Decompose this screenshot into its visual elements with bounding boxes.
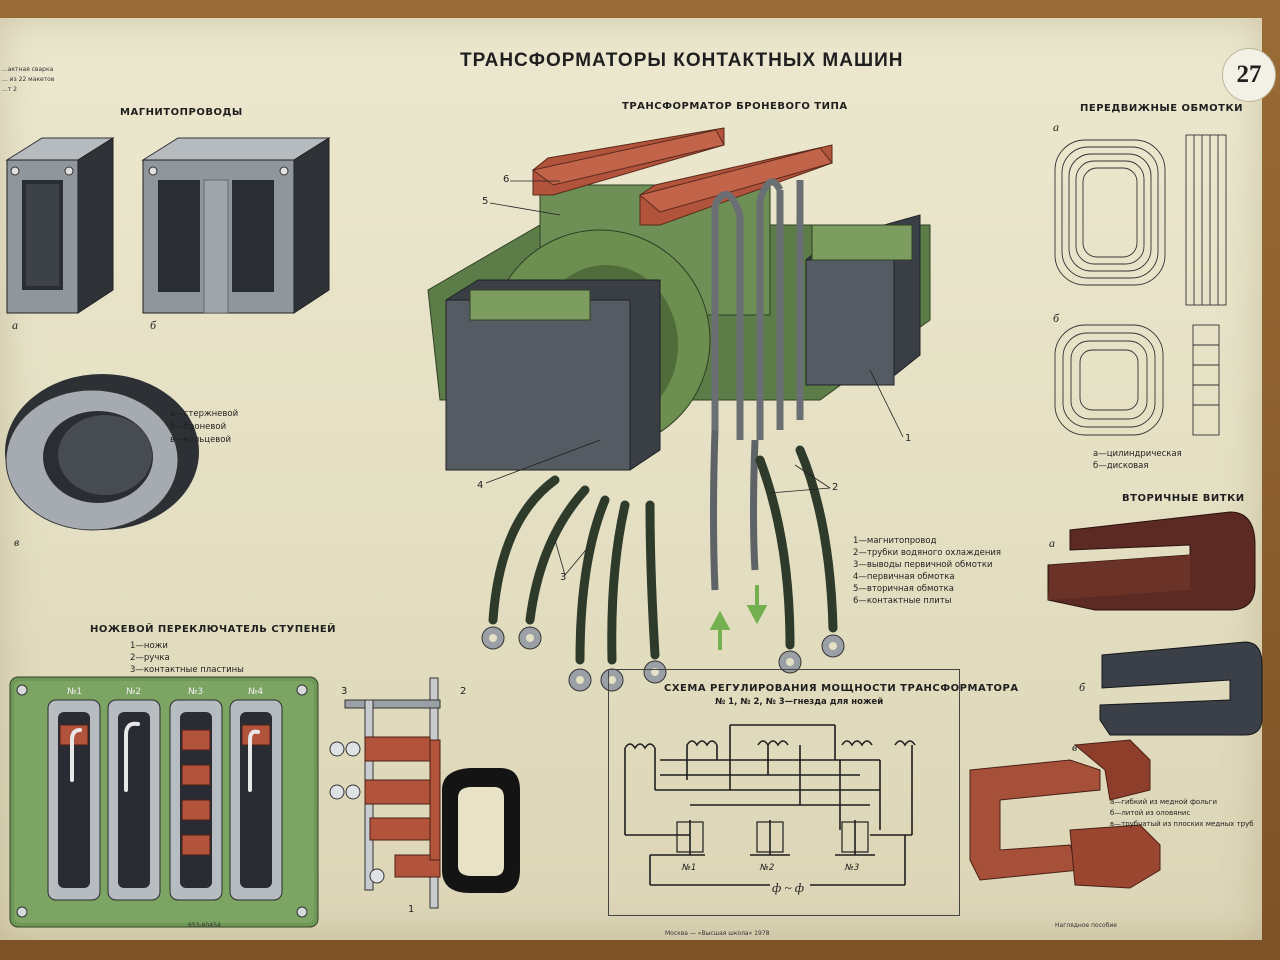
knife-switch-detail (329, 677, 520, 909)
heading-secondary-turns: ВТОРИЧНЫЕ ВИТКИ (1122, 493, 1245, 504)
legend-core-v: в—кольцевой (170, 435, 232, 445)
knife-callout-2: 2 (460, 686, 467, 697)
poster-title: ТРАНСФОРМАТОРЫ КОНТАКТНЫХ МАШИН (460, 50, 904, 71)
core-ring-type (5, 374, 199, 531)
callout-2: 2 (832, 482, 839, 493)
subheading-power-scheme: № 1, № 2, № 3—гнезда для ножей (715, 697, 884, 707)
legend-transformer-2: 2—трубки водяного охлаждения (853, 548, 1002, 558)
corner-text-3: ...т 2 (2, 86, 17, 93)
cast-turn (1099, 641, 1263, 736)
legend-transformer-4: 4—первичная обмотка (853, 572, 955, 582)
knife-callout-3: 3 (341, 686, 348, 697)
flexible-foil-turn (1047, 511, 1256, 611)
label-turn-a: а (1049, 536, 1055, 550)
corner-text-2: ... из 22 макетов (2, 76, 55, 83)
label-turn-b: б (1079, 680, 1086, 694)
tubular-turn (969, 739, 1161, 889)
legend-transformer-6: 6—контактные плиты (853, 596, 952, 606)
label-winding-b: б (1053, 311, 1060, 325)
water-flow-arrows (709, 585, 768, 650)
heading-knife-switch: НОЖЕВОЙ ПЕРЕКЛЮЧАТЕЛЬ СТУПЕНЕЙ (90, 624, 337, 635)
legend-core-a: а—стержневой (170, 409, 239, 419)
heading-movable-windings: ПЕРЕДВИЖНЫЕ ОБМОТКИ (1080, 103, 1243, 114)
callout-1: 1 (905, 433, 912, 444)
slot-label-2: №2 (126, 687, 142, 697)
heading-power-scheme: СХЕМА РЕГУЛИРОВАНИЯ МОЩНОСТИ ТРАНСФОРМАТ… (664, 683, 1019, 694)
legend-knife-1: 1—ножи (130, 641, 168, 651)
legend-transformer-3: 3—выводы первичной обмотки (853, 560, 993, 570)
cylindrical-winding (1054, 134, 1227, 306)
label-core-b: б (150, 318, 157, 332)
label-winding-a: а (1053, 120, 1059, 134)
legend-knife-2: 2—ручка (130, 653, 170, 663)
legend-turn-a: а—гибкий из медной фольги (1110, 798, 1218, 806)
socket-label-2: №2 (760, 863, 775, 873)
callout-6: 6 (503, 174, 510, 185)
legend-turn-b: б—литой из оловянис (1110, 809, 1191, 817)
supply-label: ф ~ ф (772, 880, 804, 895)
label-turn-v: в (1072, 740, 1078, 754)
legend-transformer-1: 1—магнитопровод (853, 536, 937, 546)
socket-label-3: №3 (845, 863, 860, 873)
socket-label-1: №1 (682, 863, 697, 873)
footer-right: Наглядное пособие (1055, 922, 1117, 929)
callout-3: 3 (560, 572, 567, 583)
footer-left: 653-60454 (188, 922, 221, 929)
label-core-v: в (14, 535, 20, 549)
legend-turn-v: в—трубчатый из плоских медных труб (1110, 820, 1254, 828)
legend-core-b: б—броневой (170, 422, 227, 432)
plate-number[interactable]: 27 (1222, 48, 1276, 102)
corner-text-1: ...актная сварка (2, 66, 54, 73)
footer-center: Москва — «Высшая школа» 1978 (665, 930, 770, 937)
slot-label-3: №3 (188, 687, 204, 697)
core-rod-type (5, 137, 115, 314)
legend-winding-b: б—дисковая (1093, 461, 1149, 471)
callout-4: 4 (477, 480, 484, 491)
switch-slots (47, 699, 283, 901)
heading-magnetic-cores: МАГНИТОПРОВОДЫ (120, 107, 243, 118)
core-armored-type (141, 137, 331, 314)
heading-armored-transformer: ТРАНСФОРМАТОР БРОНЕВОГО ТИПА (622, 101, 848, 112)
legend-knife-3: 3—контактные пластины (130, 665, 244, 675)
disc-winding (1054, 324, 1220, 436)
knife-callout-1: 1 (408, 904, 415, 915)
label-core-a: а (12, 318, 18, 332)
legend-transformer-5: 5—вторичная обмотка (853, 584, 954, 594)
power-scheme-frame (608, 669, 960, 916)
slot-label-4: №4 (248, 687, 264, 697)
callout-5: 5 (482, 196, 489, 207)
legend-winding-a: а—цилиндрическая (1093, 449, 1182, 459)
slot-label-1: №1 (67, 687, 83, 697)
